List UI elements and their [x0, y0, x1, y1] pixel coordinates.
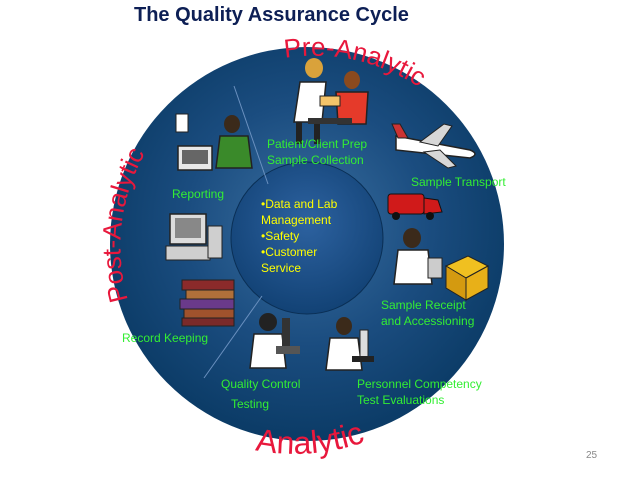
computer-icon	[165, 213, 223, 261]
center-list: •Data and Lab Management •Safety •Custom…	[261, 196, 337, 276]
lab-worker-icon	[393, 228, 443, 285]
airplane-icon	[391, 123, 476, 169]
microscope-worker-icon	[249, 313, 300, 369]
label-patient-prep: Patient/Client Prep	[267, 137, 368, 151]
label-sample-transport: Sample Transport	[411, 175, 506, 189]
label-accessioning: and Accessioning	[381, 314, 475, 328]
label-personnel-competency: Personnel Competency	[357, 377, 482, 391]
page-title: The Quality Assurance Cycle	[134, 4, 409, 26]
label-reporting: Reporting	[172, 187, 225, 201]
label-sample-receipt: Sample Receipt	[381, 298, 466, 312]
label-sample-collection: Sample Collection	[267, 153, 364, 167]
label-test-evaluations: Test Evaluations	[357, 393, 445, 407]
worker-at-computer-icon	[175, 113, 253, 171]
delivery-van-icon	[387, 193, 443, 220]
divider-line	[203, 295, 263, 379]
books-stack-icon	[179, 279, 235, 327]
center-item-safety: •Safety	[261, 229, 300, 243]
label-record-keeping: Record Keeping	[122, 331, 209, 345]
package-icon	[444, 255, 490, 301]
center-item-management: Management	[261, 213, 332, 227]
center-item-service: Service	[261, 261, 302, 275]
center-item-customer: •Customer	[261, 245, 318, 259]
page-number: 25	[586, 450, 598, 461]
center-item-data-lab: •Data and Lab	[261, 197, 338, 211]
divider-line	[233, 85, 269, 185]
label-quality-control: Quality Control	[221, 377, 301, 391]
inner-circle	[230, 161, 384, 315]
label-testing: Testing	[231, 397, 270, 411]
technician-drawing-blood-icon	[293, 58, 369, 144]
scientist-with-flask-icon	[325, 317, 374, 371]
